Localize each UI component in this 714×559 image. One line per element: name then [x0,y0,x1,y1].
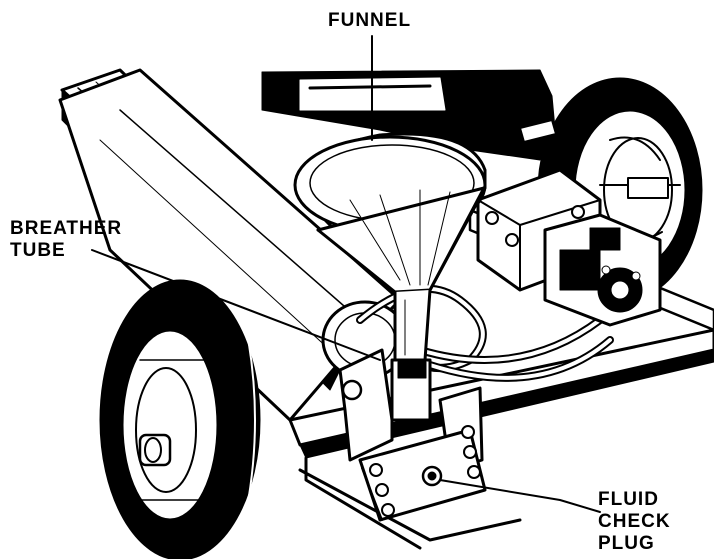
breather-tube-label-line-2: TUBE [10,240,66,261]
breather-tube-label-line-1: BREATHER [10,218,123,239]
fluid-check-plug-label-line-3: PLUG [598,533,655,554]
breather-tube-leader [91,249,381,361]
funnel-label-line-1: FUNNEL [328,10,412,31]
fluid-check-plug-label-line-2: CHECK [598,511,671,532]
funnel-label: FUNNEL [328,10,411,32]
mounting-bracket [338,348,487,522]
reservoir-tank [58,68,409,422]
funnel [293,132,487,422]
leader-lines [91,35,601,513]
breather-tube-label: BREATHER TUBE [10,218,122,262]
fluid-check-plug-label-line-1: FLUID [598,489,659,510]
fluid-check-plug-leader [439,479,601,513]
left-front-wheel [99,279,261,559]
pump-block [476,119,662,327]
fluid-check-plug-label: FLUID CHECK PLUG [598,489,671,555]
